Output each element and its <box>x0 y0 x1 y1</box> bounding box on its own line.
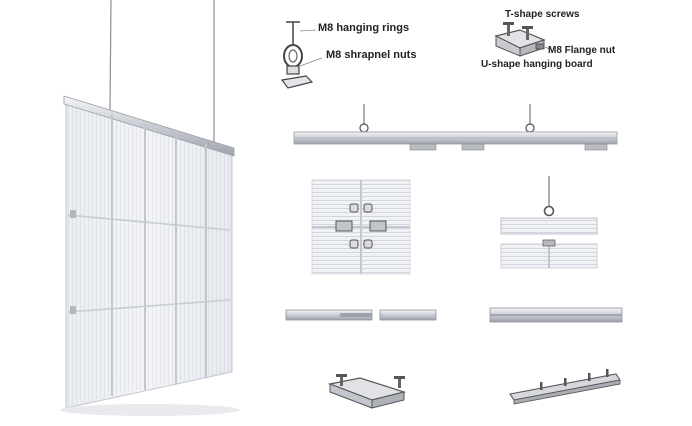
shrapnel-nut-icon <box>286 65 300 75</box>
stud-rail <box>509 369 621 405</box>
flange-nut-icon <box>535 43 545 50</box>
hanging-rail <box>293 104 618 151</box>
label-u-shape-board: U-shape hanging board <box>481 59 593 70</box>
hanging-ring-assembly <box>280 21 323 89</box>
u-bracket <box>327 374 407 409</box>
label-flange-nut: M8 Flange nut <box>548 45 616 56</box>
u-board-assembly <box>494 22 553 57</box>
t-screw-icon <box>503 22 533 40</box>
u-board-icon <box>494 29 546 57</box>
module-joint <box>311 179 411 275</box>
hanging-cable-left <box>109 0 112 111</box>
label-hanging-rings: M8 hanging rings <box>318 22 410 34</box>
label-shrapnel-nuts: M8 shrapnel nuts <box>326 49 417 61</box>
hanging-ring-icon <box>283 44 303 68</box>
hanging-screen <box>60 0 240 416</box>
hanging-module <box>500 176 598 269</box>
label-t-shape-screws: T-shape screws <box>505 9 580 20</box>
full-bar <box>489 307 623 323</box>
screen-top-rail <box>63 95 235 157</box>
split-bar <box>285 309 437 321</box>
